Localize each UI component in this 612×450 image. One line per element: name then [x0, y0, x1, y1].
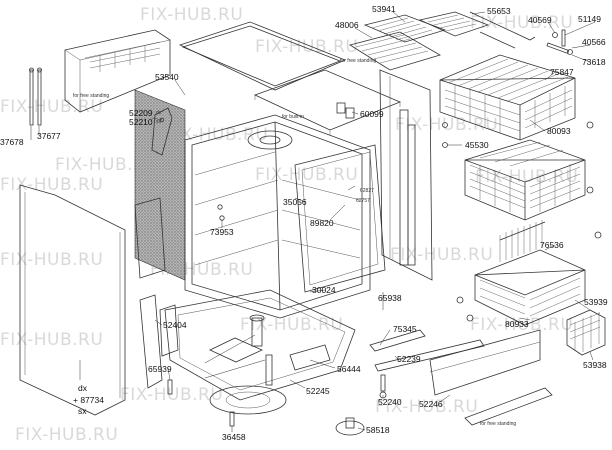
- watermark-text: FIX-HUB.RU: [0, 330, 103, 350]
- screws-73953: [217, 204, 225, 221]
- watermark-text: FIX-HUB.RU: [165, 125, 268, 145]
- part-label-45530: 45530: [465, 140, 489, 150]
- side-rods: [29, 67, 42, 126]
- foot-screws: [167, 374, 387, 436]
- watermark-text: FIX-HUB.RU: [140, 5, 243, 25]
- part-label-52246: 52246: [419, 399, 443, 409]
- watermark-text: FIX-HUB.RU: [240, 315, 343, 335]
- worktop: for free standing for built-in: [178, 21, 402, 135]
- part-label-53939: 53939: [584, 297, 608, 307]
- part-label-52209: 52209: [129, 108, 153, 118]
- watermark-text: FIX-HUB.RU: [0, 97, 103, 117]
- watermark-text: FIX-HUB.RU: [15, 425, 118, 445]
- part-label-55653: 55653: [487, 6, 511, 16]
- part-label-dx: dx: [156, 110, 162, 116]
- part-label-75345: 75345: [393, 324, 417, 334]
- watermark-text: FIX-HUB.RU: [120, 385, 223, 405]
- watermark-text: FIX-HUB.RU: [395, 115, 498, 135]
- part-label-73618: 73618: [582, 57, 606, 67]
- part-label-65939: 65939: [148, 364, 172, 374]
- watermark-text: FIX-HUB.RU: [55, 155, 158, 175]
- part-label-48006: 48006: [335, 20, 359, 30]
- watermark-text: FIX-HUB.RU: [470, 13, 573, 33]
- part-labels: 53941 55653 48006 40569 51149 40566 7361…: [0, 4, 608, 442]
- rails-bottom: for free standing: [369, 329, 553, 427]
- part-label-56444: 56444: [337, 364, 361, 374]
- watermark-text: FIX-HUB.RU: [375, 397, 478, 417]
- part-label-80093: 80093: [547, 126, 571, 136]
- watermark-text: FIX-HUB.RU: [475, 167, 578, 187]
- part-label-80933: 80933: [505, 319, 529, 329]
- part-label-sx: sx: [78, 406, 87, 416]
- bracket-60099: [336, 102, 355, 119]
- free-standing-note: for free standing: [480, 421, 516, 427]
- part-label-sx: sx: [156, 119, 162, 125]
- watermark-text: FIX-HUB.RU: [470, 315, 573, 335]
- part-label-dx: dx: [78, 383, 88, 393]
- hinge-bracket-upper: [151, 107, 173, 156]
- free-standing-note: for free standing: [340, 58, 376, 64]
- part-label-60099: 60099: [360, 109, 384, 119]
- part-label-62827: 62827: [360, 188, 374, 194]
- part-label-53540: 53540: [155, 72, 179, 82]
- part-label-65938: 65938: [378, 293, 402, 303]
- part-label-52239: 52239: [397, 354, 421, 364]
- cutlery-basket-lower: [474, 220, 586, 326]
- hinge-left: [134, 197, 179, 389]
- door-seal-frame: [294, 144, 386, 293]
- sump-pump-assembly: [209, 314, 331, 386]
- rail-parts-top-right: [469, 11, 573, 55]
- part-label-73953: 73953: [210, 227, 234, 237]
- watermark-layer: FIX-HUB.RU FIX-HUB.RU FIX-HUB.RU FIX-HUB…: [0, 5, 578, 445]
- base-tray: [164, 289, 356, 415]
- built-in-note: for built-in: [282, 114, 304, 120]
- part-label-40566: 40566: [582, 37, 606, 47]
- top-left-box: for free standing: [64, 29, 171, 113]
- part-label-51149: 51149: [578, 14, 601, 24]
- watermark-text: FIX-HUB.RU: [255, 165, 358, 185]
- part-label-53938: 53938: [583, 360, 607, 370]
- part-label-40569: 40569: [528, 15, 552, 25]
- watermark-text: FIX-HUB.RU: [0, 175, 103, 195]
- right-housing-panel: [379, 69, 433, 281]
- part-label-36458: 36458: [222, 432, 246, 442]
- part-label-52210: 52210: [129, 117, 153, 127]
- upper-basket: [439, 54, 576, 141]
- side-panel: [19, 184, 126, 416]
- part-label-75847: 75847: [550, 67, 574, 77]
- part-label-37678: 37678: [0, 137, 24, 147]
- part-label-58518: 58518: [366, 425, 390, 435]
- watermark-text: FIX-HUB.RU: [0, 250, 103, 270]
- top-cutlery-tray: [349, 11, 490, 71]
- watermark-text: FIX-HUB.RU: [255, 37, 358, 57]
- lower-basket: [464, 139, 586, 221]
- part-label-87734: + 87734: [73, 395, 104, 405]
- tub: [184, 114, 371, 319]
- free-standing-note: for free standing: [73, 93, 109, 99]
- part-label-76536: 76536: [540, 240, 564, 250]
- part-label-30024: 30024: [312, 285, 336, 295]
- part-label-89820: 89820: [310, 218, 334, 228]
- part-label-52245: 52245: [306, 386, 330, 396]
- part-label-35056: 35056: [283, 197, 307, 207]
- part-label-62757: 62757: [356, 198, 370, 204]
- part-label-37677: 37677: [37, 131, 61, 141]
- watermark-text: FIX-HUB.RU: [390, 245, 493, 265]
- washers-right: [442, 121, 602, 322]
- leader-lines: [30, 11, 596, 432]
- part-label-52404: 52404: [163, 320, 187, 330]
- part-label-52240: 52240: [378, 397, 402, 407]
- part-label-53941: 53941: [372, 4, 396, 14]
